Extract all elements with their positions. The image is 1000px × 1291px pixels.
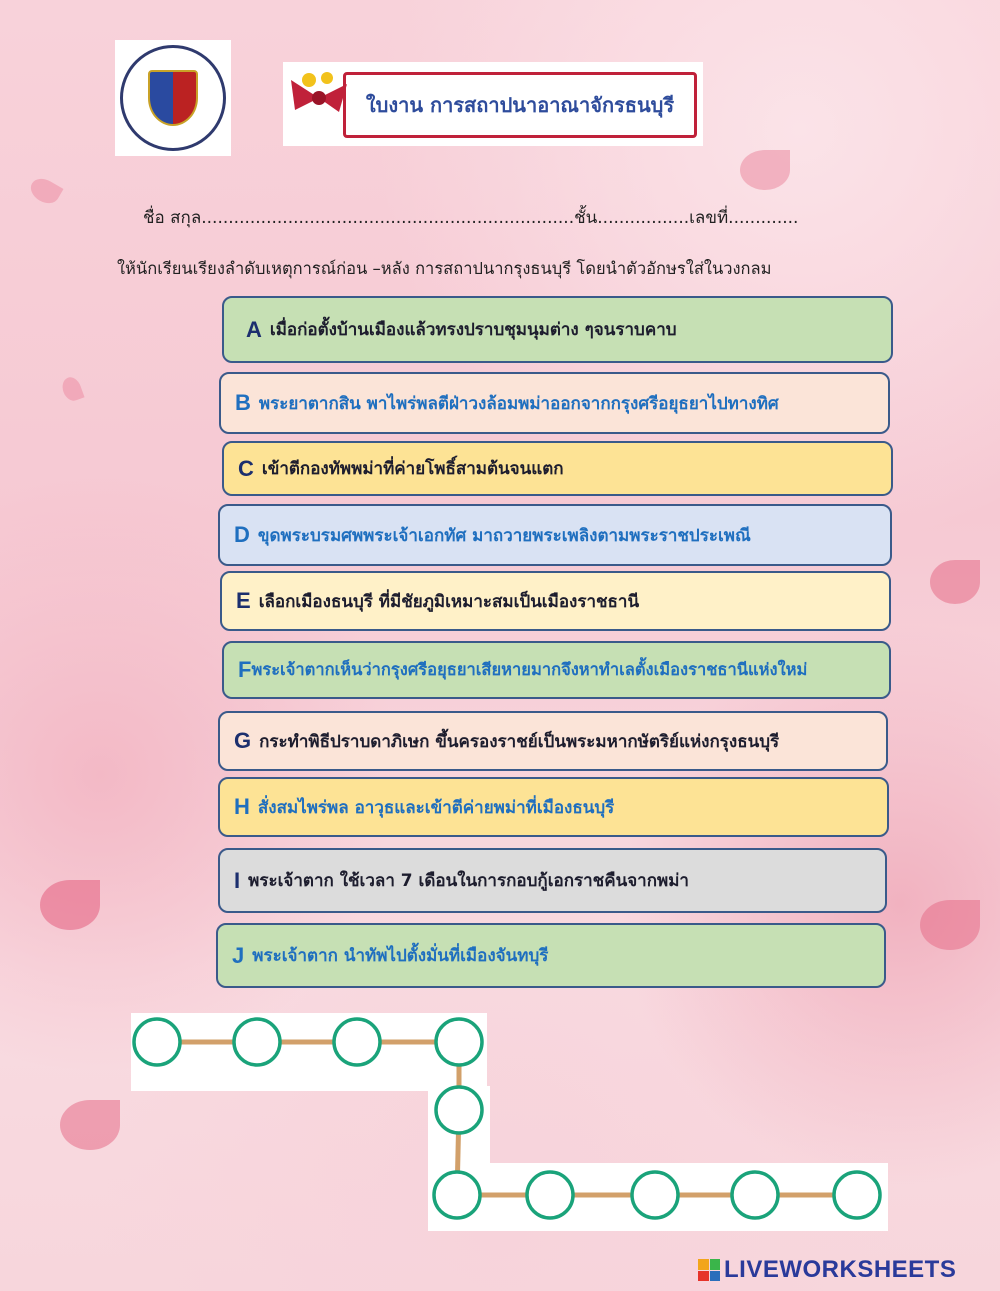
event-card-g[interactable]: G กระทำพิธีปราบดาภิเษก ขึ้นครองราชย์เป็นพ…	[218, 711, 888, 771]
event-letter: G	[234, 728, 252, 753]
event-letter: H	[234, 794, 250, 819]
event-text: กระทำพิธีปราบดาภิเษก ขึ้นครองราชย์เป็นพร…	[259, 731, 780, 752]
event-card-a[interactable]: A เมื่อก่อตั้งบ้านเมืองแล้วทรงปราบชุมนุมต…	[222, 296, 893, 363]
title-banner: ใบงาน การสถาปนาอาณาจักรธนบุรี	[283, 62, 703, 146]
petal-decoration	[920, 900, 980, 950]
event-text: เลือกเมืองธนบุรี ที่มีชัยภูมิเหมาะสมเป็น…	[258, 591, 640, 612]
event-letter: F	[238, 657, 252, 682]
event-card-c[interactable]: C เข้าตีกองทัพพม่าที่ค่ายโพธิ์สามต้นจนแตก	[222, 441, 893, 496]
answer-circle-2[interactable]	[232, 1017, 282, 1067]
event-letter: D	[234, 522, 250, 547]
event-text: ขุดพระบรมศพพระเจ้าเอกทัศ มาถวายพระเพลิงต…	[257, 525, 751, 546]
answer-circle-3[interactable]	[332, 1017, 382, 1067]
answer-circle-8[interactable]	[630, 1170, 680, 1220]
answer-circle-1[interactable]	[132, 1017, 182, 1067]
event-card-e[interactable]: E เลือกเมืองธนบุรี ที่มีชัยภูมิเหมาะสมเป็…	[220, 571, 891, 631]
ribbon-bow-icon	[291, 72, 347, 112]
event-text: สั่งสมไพร่พล อาวุธและเข้าตีค่ายพม่าที่เม…	[257, 797, 615, 818]
event-letter: E	[236, 588, 251, 613]
event-card-j[interactable]: J พระเจ้าตาก นำทัพไปตั้งมั่นที่เมืองจันทบ…	[216, 923, 886, 988]
answer-circle-6[interactable]	[432, 1170, 482, 1220]
answer-circle-10[interactable]	[832, 1170, 882, 1220]
answer-circle-5[interactable]	[434, 1085, 484, 1135]
event-letter: B	[235, 390, 251, 415]
answer-circle-9[interactable]	[730, 1170, 780, 1220]
name-class-number-line[interactable]: ชื่อ สกุล...............................…	[143, 208, 799, 228]
event-text: เข้าตีกองทัพพม่าที่ค่ายโพธิ์สามต้นจนแตก	[261, 459, 564, 479]
school-seal-icon	[120, 45, 226, 151]
liveworksheets-brand: LIVEWORKSHEETS	[698, 1256, 956, 1284]
petal-decoration	[740, 150, 790, 190]
event-card-h[interactable]: H สั่งสมไพร่พล อาวุธและเข้าตีค่ายพม่าที่เ…	[218, 777, 889, 837]
school-logo	[115, 40, 231, 156]
event-letter: J	[232, 942, 245, 968]
event-card-d[interactable]: D ขุดพระบรมศพพระเจ้าเอกทัศ มาถวายพระเพลิง…	[218, 504, 892, 566]
instruction-text: ให้นักเรียนเรียงลำดับเหตุการณ์ก่อน –หลัง…	[117, 259, 772, 278]
event-letter: C	[238, 455, 254, 481]
event-card-i[interactable]: I พระเจ้าตาก ใช้เวลา 7 เดือนในการกอบกู้เอ…	[218, 848, 887, 913]
answer-circle-4[interactable]	[434, 1017, 484, 1067]
event-text: พระเจ้าตาก ใช้เวลา 7 เดือนในการกอบกู้เอก…	[248, 871, 689, 891]
event-letter: I	[234, 867, 241, 893]
answer-circle-7[interactable]	[525, 1170, 575, 1220]
page-title: ใบงาน การสถาปนาอาณาจักรธนบุรี	[343, 72, 697, 138]
liveworksheets-logo-icon	[698, 1259, 720, 1281]
event-letter: A	[246, 316, 262, 342]
petal-decoration	[930, 560, 980, 604]
event-card-b[interactable]: B พระยาตากสิน พาไพร่พลตีฝ่าวงล้อมพม่าออกจ…	[219, 372, 890, 434]
petal-decoration	[40, 880, 100, 930]
petal-decoration	[60, 1100, 120, 1150]
event-text: พระยาตากสิน พาไพร่พลตีฝ่าวงล้อมพม่าออกจา…	[258, 393, 779, 414]
event-text: พระเจ้าตาก นำทัพไปตั้งมั่นที่เมืองจันทบุ…	[252, 946, 549, 966]
event-text: พระเจ้าตากเห็นว่ากรุงศรีอยุธยาเสียหายมาก…	[251, 660, 808, 679]
event-text: เมื่อก่อตั้งบ้านเมืองแล้วทรงปราบชุมนุมต่…	[269, 320, 677, 340]
